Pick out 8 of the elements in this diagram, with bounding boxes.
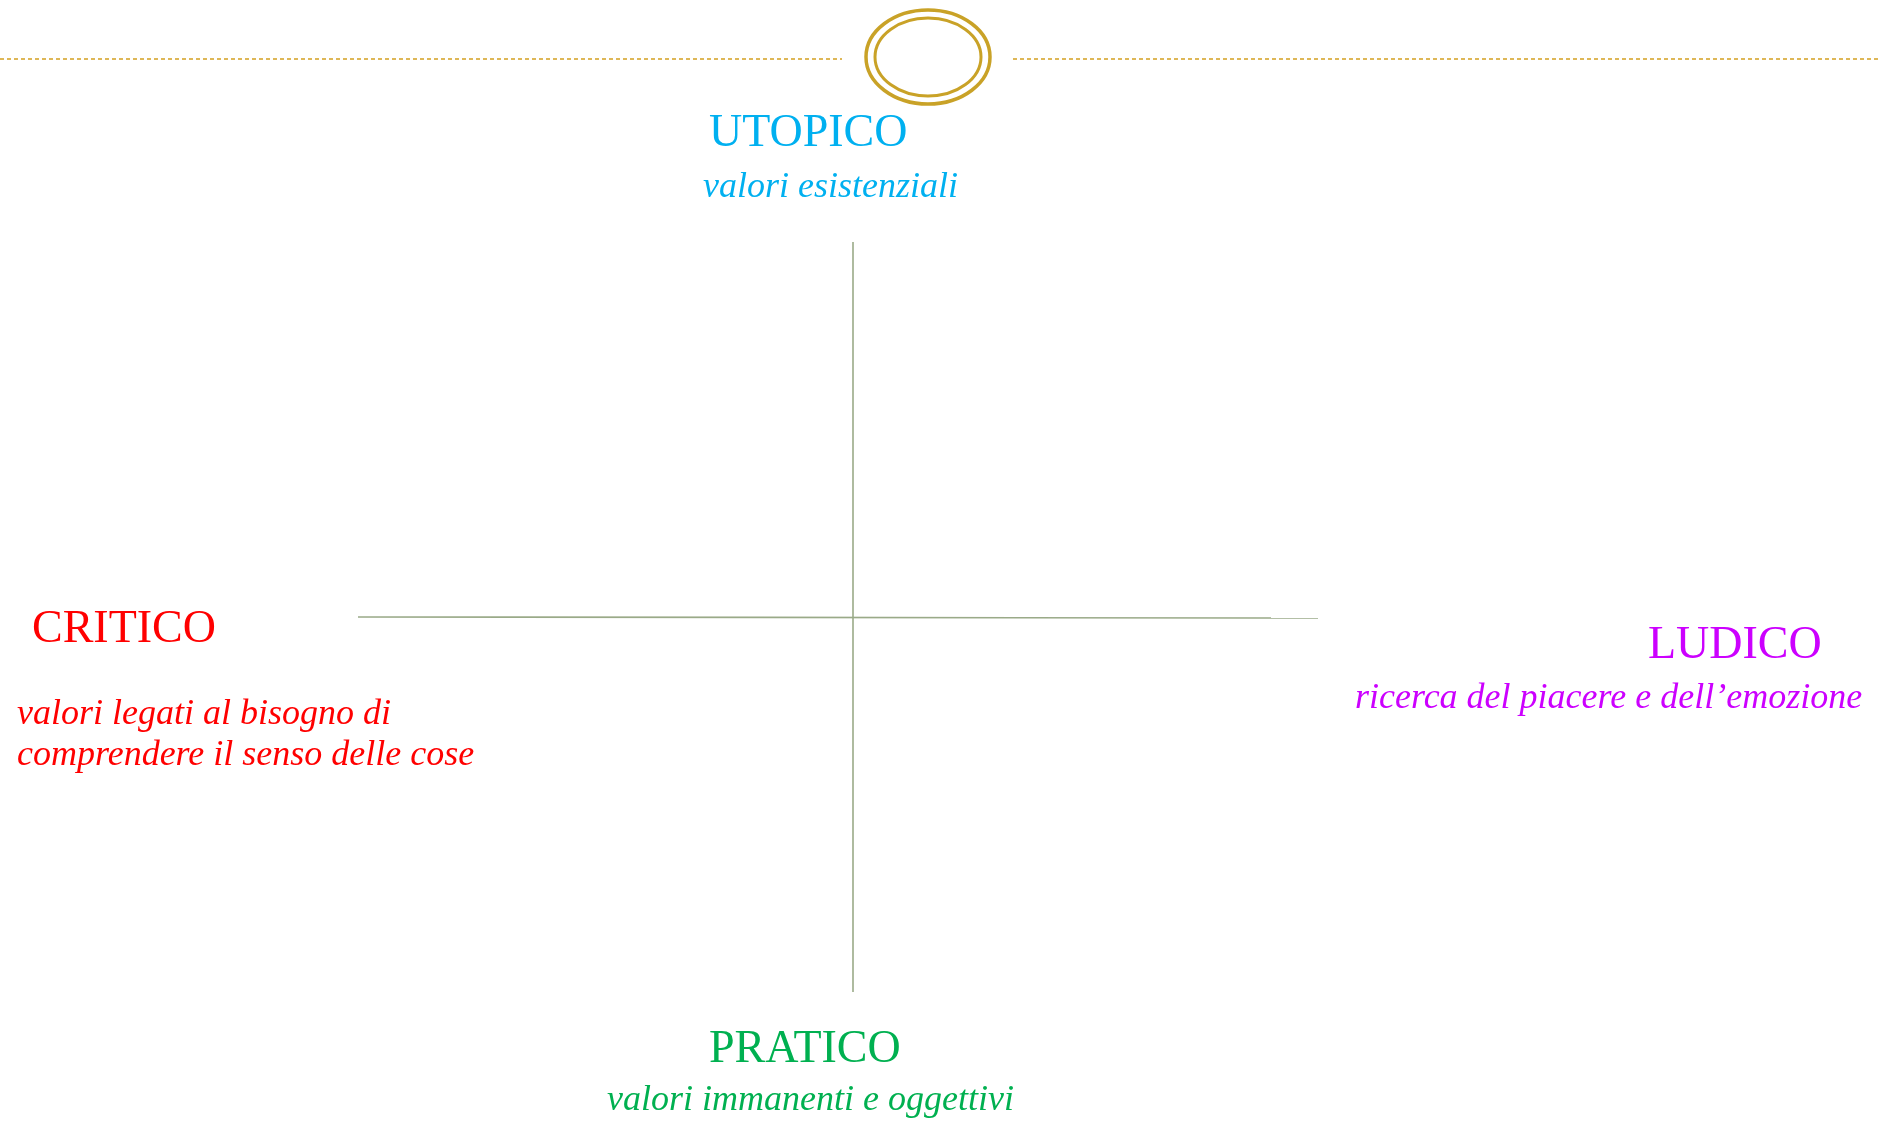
quadrant-title: LUDICO <box>1648 616 1822 670</box>
quadrant-title: PRATICO <box>709 1020 901 1074</box>
quadrant-description: ricerca del piacere e dell’emozione <box>1355 676 1863 718</box>
quadrant-title: CRITICO <box>32 600 216 654</box>
quadrant-description: valori immanenti e oggettivi <box>607 1078 1014 1120</box>
quadrant-description: valori esistenziali <box>703 165 958 207</box>
quadrant-description: valori legati al bisogno di comprendere il senso delle cose <box>17 691 476 775</box>
quadrant-title: UTOPICO <box>709 104 908 158</box>
